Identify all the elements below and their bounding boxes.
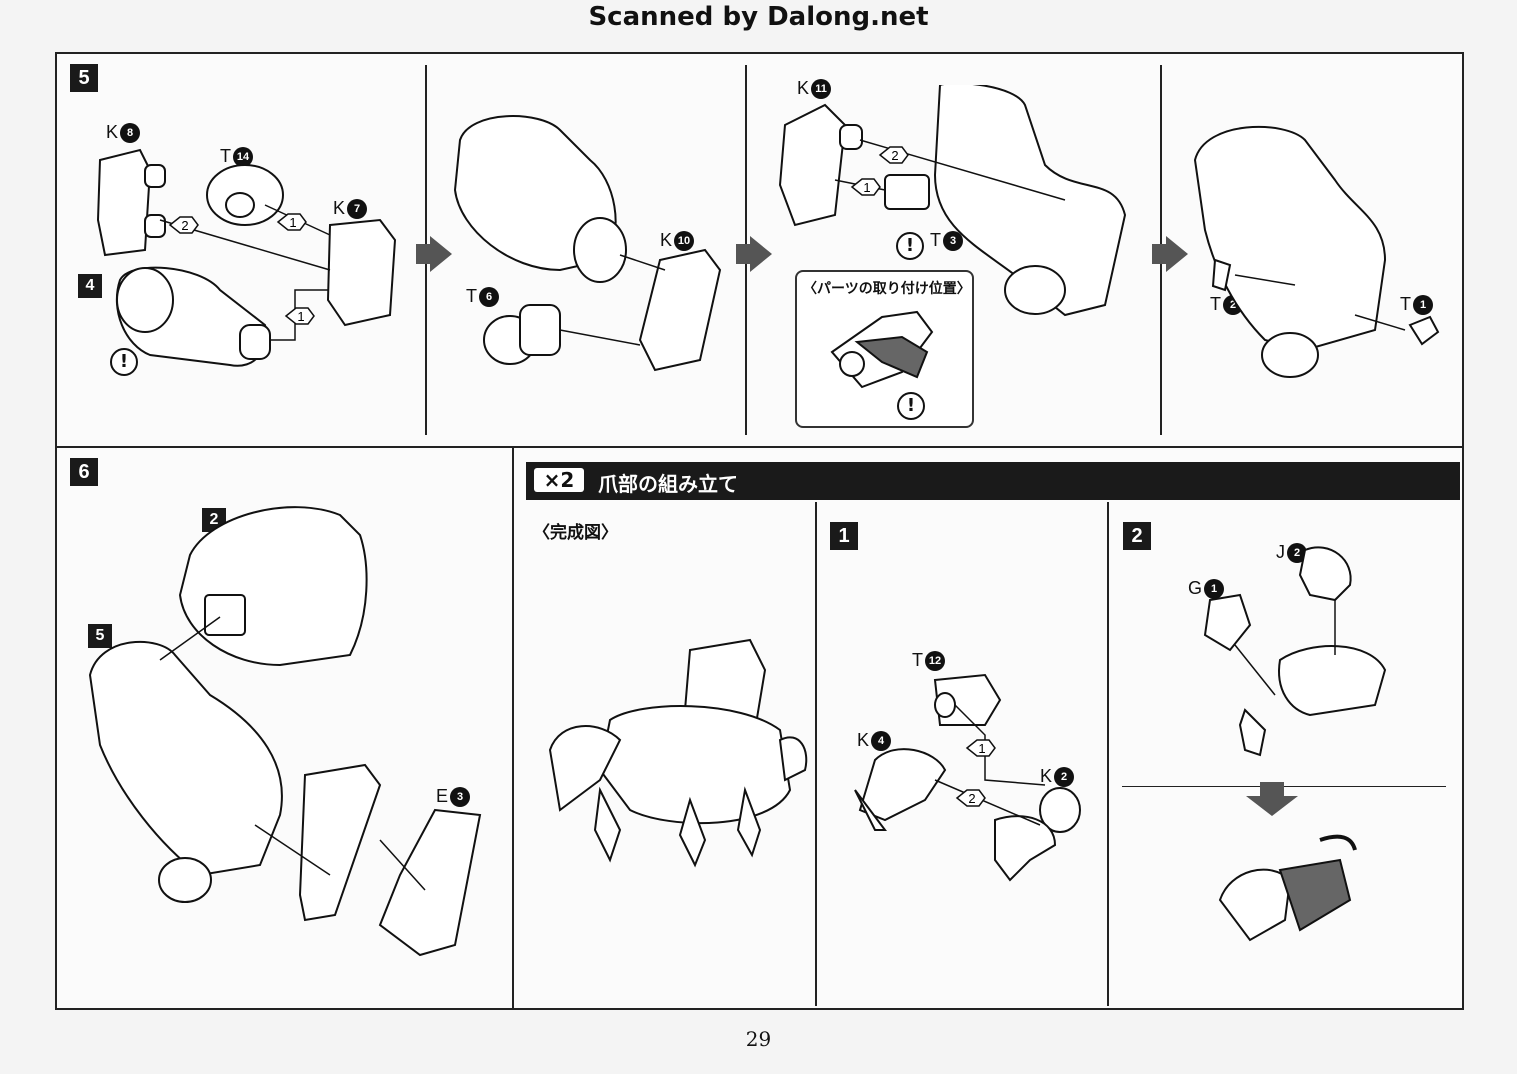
step-arrow: [430, 236, 452, 272]
svg-text:1: 1: [863, 180, 870, 195]
step-arrow: [736, 244, 750, 264]
complete-label: 〈完成図〉: [533, 523, 618, 543]
step6-number: 6: [70, 458, 98, 486]
callout-title: 〈パーツの取り付け位置〉: [803, 281, 971, 297]
warning-icon: !: [896, 232, 924, 260]
svg-text:2: 2: [891, 148, 898, 163]
claw-step2-number: 2: [1123, 522, 1151, 550]
step5-panel3-drawing: 2 1: [778, 85, 1127, 317]
substep-5: 5: [88, 624, 112, 648]
claw-step1-drawing: 1 2: [854, 673, 1081, 882]
step6-drawing: [88, 506, 482, 957]
substep-4: 4: [78, 274, 102, 298]
divider: [815, 502, 817, 1006]
order-mark-1: 1: [297, 309, 304, 324]
watermark: Scanned by Dalong.net: [588, 2, 929, 32]
warning-icon: !: [897, 392, 925, 420]
step5-panel1-drawing: 2 1 1: [96, 148, 397, 367]
claw-section-header: ×2 爪部の組み立て: [526, 462, 1460, 500]
step5-panel2-drawing: [453, 115, 722, 372]
step-arrow: [1152, 244, 1166, 264]
step-arrow: [750, 236, 772, 272]
callout-drawing: [830, 310, 934, 389]
step-arrow: [416, 244, 430, 264]
svg-text:1: 1: [978, 741, 985, 756]
down-arrow-icon: [1246, 782, 1298, 816]
section-title: 爪部の組み立て: [598, 472, 738, 496]
step5-panel4-drawing: [1193, 125, 1440, 378]
claw-step2-drawing: [1203, 546, 1387, 942]
attachment-position-callout: 〈パーツの取り付け位置〉 !: [795, 270, 974, 428]
step5-number: 5: [70, 64, 98, 92]
warning-icon: !: [110, 348, 138, 376]
svg-text:2: 2: [968, 791, 975, 806]
page-number: 29: [745, 1027, 772, 1051]
order-mark-1: 1: [289, 215, 296, 230]
claw-step1-number: 1: [830, 522, 858, 550]
step-arrow: [1166, 236, 1188, 272]
multiplier-badge: ×2: [534, 468, 584, 492]
complete-claw-drawing: [548, 638, 808, 868]
divider: [1107, 502, 1109, 1006]
order-mark-2: 2: [181, 218, 188, 233]
